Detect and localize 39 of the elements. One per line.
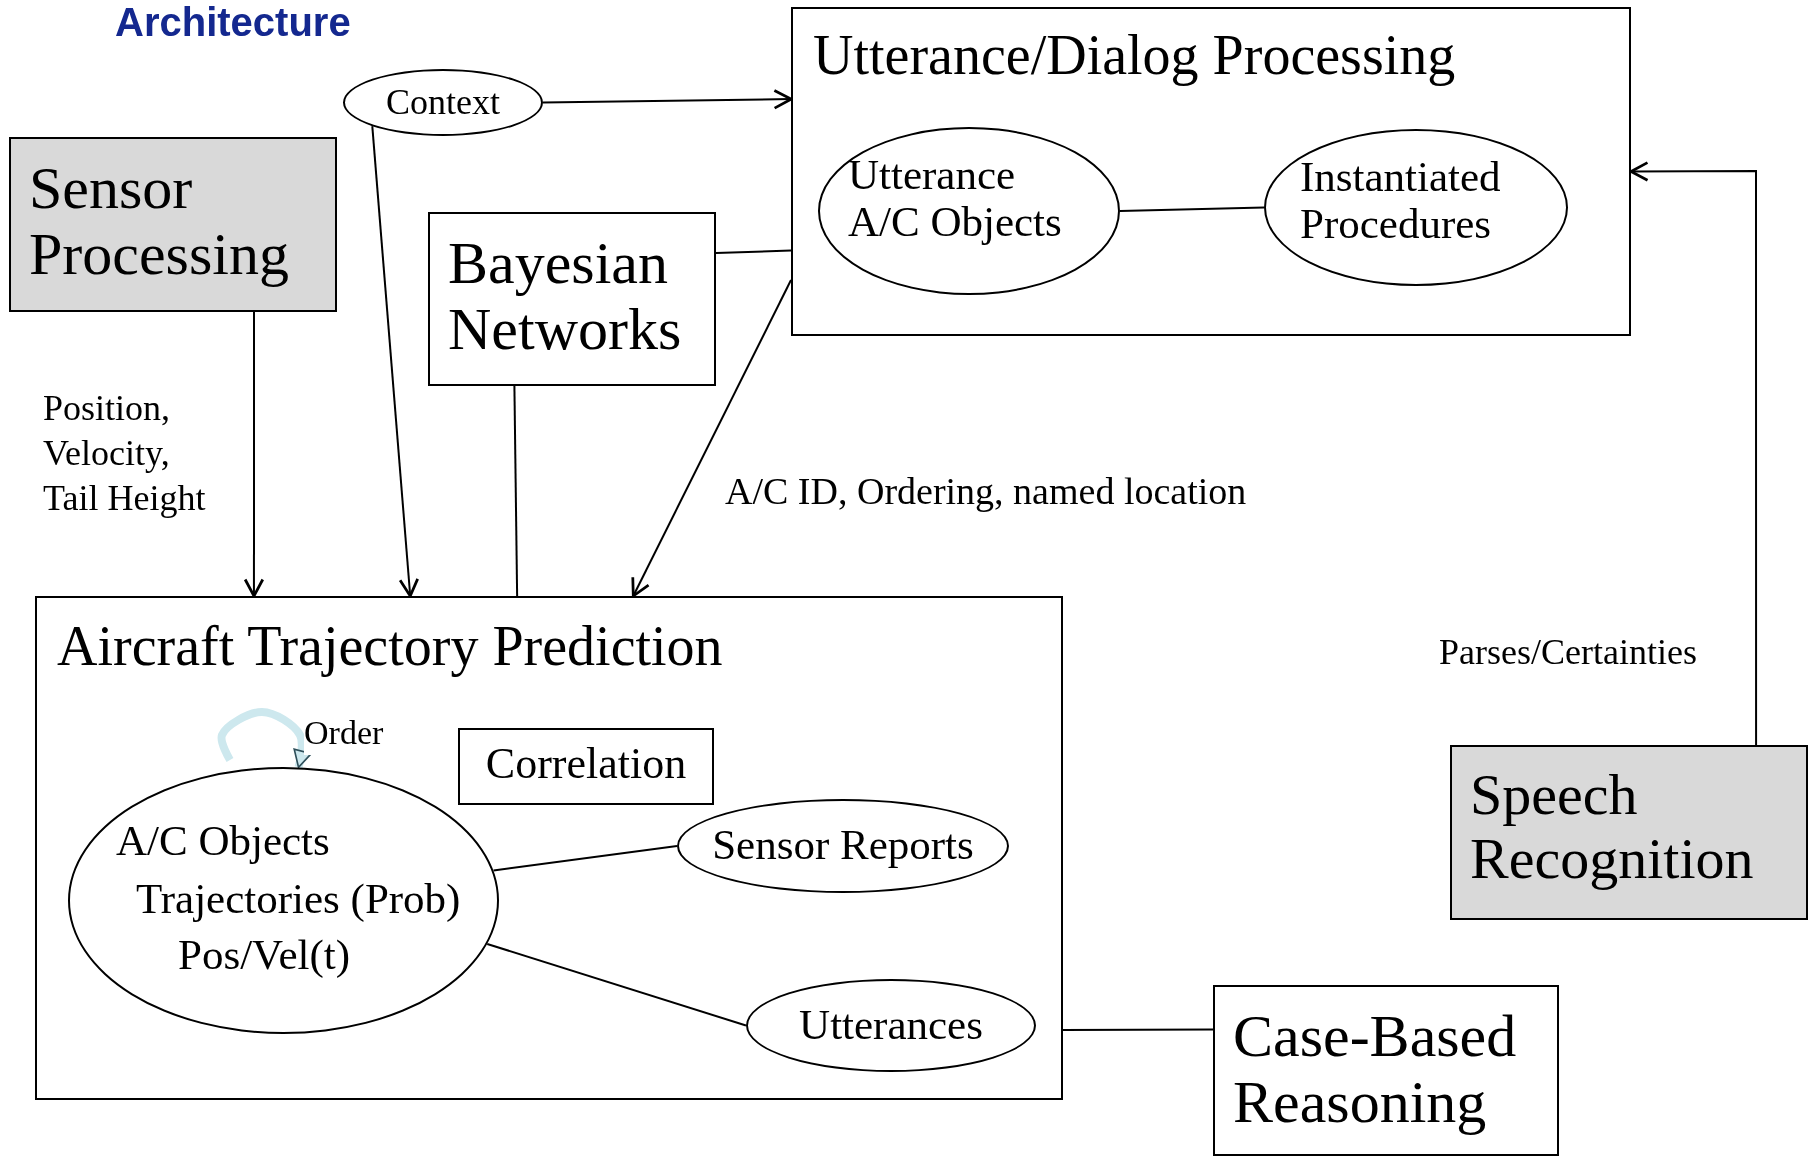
ellipse-node	[746, 979, 1036, 1072]
node-label: Instantiated Procedures	[1300, 153, 1502, 248]
module-box	[1450, 745, 1808, 920]
node-label: Case-Based Reasoning	[1233, 1003, 1518, 1135]
arrow	[1629, 161, 1758, 746]
box-title: Utterance/Dialog Processing	[813, 25, 1457, 87]
node-label: Context	[385, 83, 501, 123]
connector-line	[492, 845, 678, 872]
process-box	[458, 728, 714, 805]
node-label: Utterance A/C Objects	[848, 151, 1063, 246]
module-box	[9, 137, 337, 312]
arrow	[631, 279, 792, 598]
connector-line	[513, 385, 519, 597]
arrow	[243, 311, 265, 598]
node-label: Correlation	[484, 740, 688, 789]
node-label: Sensor Processing	[29, 155, 290, 287]
node-label: Bayesian Networks	[448, 230, 683, 362]
arrow	[542, 89, 793, 110]
node-label: Pos/Vel(t)	[178, 931, 351, 979]
node-label: Trajectories (Prob)	[136, 875, 462, 923]
ellipse-node	[677, 799, 1009, 893]
page-title: Architecture	[115, 0, 351, 44]
node-label: Utterances	[798, 1001, 984, 1049]
process-box	[791, 7, 1631, 336]
connector-line	[715, 249, 792, 255]
node-label: Speech Recognition	[1470, 763, 1755, 891]
arrow	[371, 125, 420, 598]
node-label: Sensor Reports	[711, 821, 975, 869]
box-title: Aircraft Trajectory Prediction	[57, 616, 724, 678]
process-box	[1213, 985, 1559, 1156]
ellipse-node	[1264, 129, 1568, 286]
connector-line	[1119, 206, 1265, 212]
ellipse-node	[343, 69, 543, 136]
node-label: A/C Objects	[116, 817, 331, 865]
connector-line	[1062, 1028, 1214, 1031]
connector-line	[486, 942, 747, 1027]
curved-arrow	[217, 708, 312, 769]
ellipse-node	[818, 127, 1120, 295]
process-box	[428, 212, 716, 386]
